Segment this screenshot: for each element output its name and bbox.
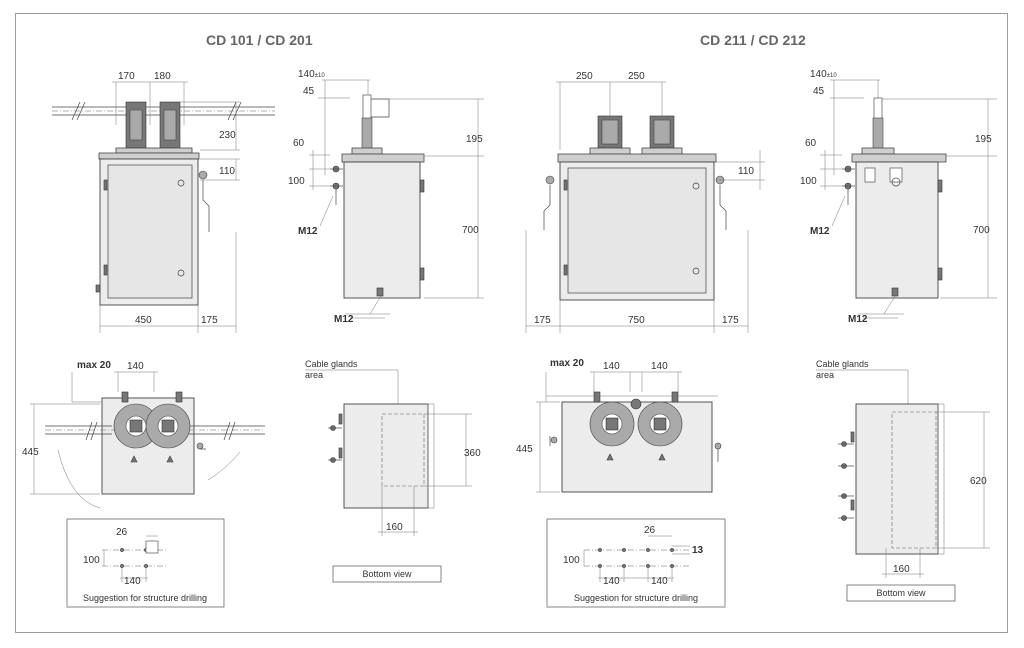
left-bottom-label-area: area [305,370,323,380]
right-front-dim-110: 110 [738,166,754,177]
right-bottom-dim-160: 160 [893,564,910,575]
left-side-dim-100: 100 [288,176,305,187]
left-top-view: max 20 140 445 [22,360,265,509]
left-front-side-175: 175 [201,315,218,326]
left-front-dim-230: 230 [219,130,236,141]
right-top-depth-445: 445 [516,444,533,455]
left-top-depth-445: 445 [22,447,39,458]
left-drill-caption: Suggestion for structure drilling [83,593,207,603]
right-front-dim-175-left: 175 [534,315,551,326]
left-drill-dim-140: 140 [124,576,141,587]
right-bottom-dim-620: 620 [970,476,987,487]
left-side-dim-60: 60 [293,138,305,149]
right-side-height-700: 700 [973,225,990,236]
left-side-dim-140: 140±10 [298,69,325,80]
right-drill-caption: Suggestion for structure drilling [574,593,698,603]
left-front-dim-180: 180 [154,71,171,82]
right-side-dim-60: 60 [805,138,817,149]
right-drill-dim-26: 26 [644,525,656,536]
left-side-m12-b: M12 [334,314,354,325]
right-front-dim-175-right: 175 [722,315,739,326]
right-front-width-750: 750 [628,315,645,326]
right-side-m12-a: M12 [810,226,830,237]
right-side-dim-100: 100 [800,176,817,187]
right-drill-dim-100: 100 [563,555,580,566]
right-bottom-label-cable: Cable glands [816,359,869,369]
left-side-dim-195: 195 [466,134,483,145]
drawing-frame [15,13,1008,633]
right-top-dim-140-a: 140 [603,361,620,372]
right-front-view: 250 250 110 175 750 175 [525,71,765,333]
left-top-dim-140: 140 [127,361,144,372]
left-front-view: 170 180 230 110 450 175 [52,71,275,333]
right-bottom-view: Cable glands area 620 160 Bottom view [816,359,990,602]
right-top-max20: max 20 [550,358,584,369]
left-side-view: 140±10 45 195 700 60 100 M12 M12 [288,69,484,325]
left-bottom-label-cable: Cable glands [305,359,358,369]
right-bottom-label-area: area [816,370,834,380]
left-front-dim-110: 110 [219,166,235,177]
right-side-dim-45: 45 [813,86,825,97]
right-front-dim-250-b: 250 [628,71,645,82]
left-drill-dim-26: 26 [116,527,128,538]
left-front-dim-170: 170 [118,71,135,82]
left-top-max20: max 20 [77,360,111,371]
left-side-height-700: 700 [462,225,479,236]
left-drill-box: 26 100 140 Suggestion for structure dril… [66,518,225,608]
right-top-view: max 20 140 140 445 [516,358,722,493]
right-front-dim-250-a: 250 [576,71,593,82]
right-side-dim-195: 195 [975,134,992,145]
right-drill-dim-140-b: 140 [651,576,668,587]
title-right: CD 211 / CD 212 [700,32,806,48]
right-drill-dim-13: 13 [692,545,704,556]
right-side-view: 140±10 45 195 700 60 100 M12 M12 [800,69,997,325]
left-drill-dim-100: 100 [83,555,100,566]
right-top-dim-140-b: 140 [651,361,668,372]
left-bottom-dim-360: 360 [464,448,481,459]
left-bottom-dim-160: 160 [386,522,403,533]
left-front-width-450: 450 [135,315,152,326]
right-bottom-caption: Bottom view [876,588,926,598]
left-side-dim-45: 45 [303,86,315,97]
title-left: CD 101 / CD 201 [206,32,313,48]
left-bottom-caption: Bottom view [362,569,412,579]
left-side-m12-a: M12 [298,226,318,237]
right-drill-dim-140-a: 140 [603,576,620,587]
right-side-m12-b: M12 [848,314,868,325]
right-side-dim-140: 140±10 [810,69,837,80]
left-bottom-view: Cable glands area 360 160 Bottom view [305,359,481,583]
right-drill-box: 26 13 100 140 140 Suggestion for structu… [546,518,726,608]
